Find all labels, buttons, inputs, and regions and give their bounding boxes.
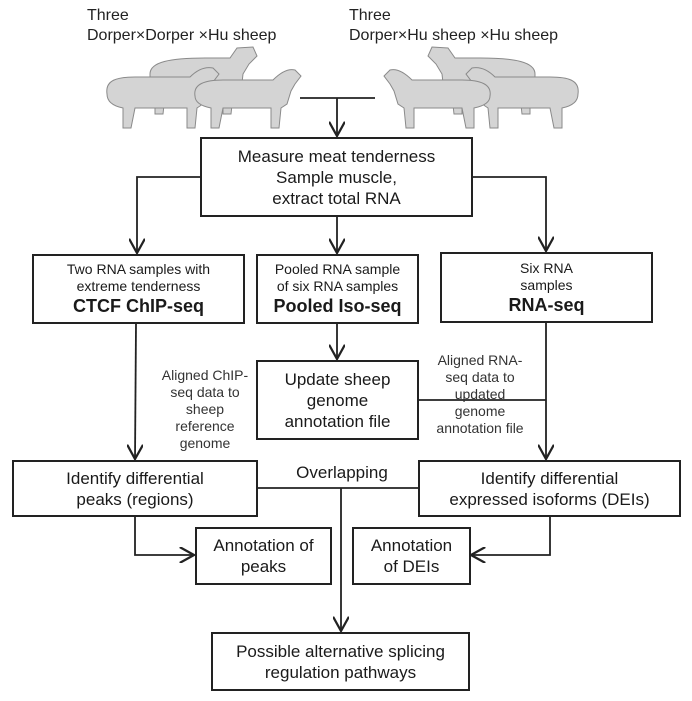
annotation-peaks-node: Annotation of peaks xyxy=(195,527,332,585)
rna-title: RNA-seq xyxy=(508,294,585,315)
update-annotation-node: Update sheep genome annotation file xyxy=(256,360,419,440)
measure-line3: extract total RNA xyxy=(272,188,401,208)
right-sheep-group-icon xyxy=(383,46,579,129)
annotation-deis-node: Annotation of DEIs xyxy=(352,527,471,585)
chip-align-line: reference xyxy=(175,418,235,434)
right-group-line2: Dorper×Hu sheep ×Hu sheep xyxy=(349,27,559,44)
ann-peaks-line1: Annotation of xyxy=(213,536,314,555)
measure-line1: Measure meat tenderness xyxy=(237,146,436,166)
rna-align-label: Aligned RNA- seq data to updated genome … xyxy=(425,352,535,437)
splicing-pathways-node: Possible alternative splicing regulation… xyxy=(211,632,470,691)
update-line3: annotation file xyxy=(284,411,391,431)
final-line2: regulation pathways xyxy=(264,662,417,682)
sheep-icon xyxy=(194,69,302,129)
rna-align-line: updated xyxy=(454,386,506,402)
chip-sub1: Two RNA samples with xyxy=(66,261,211,277)
chip-align-line: genome xyxy=(179,435,231,451)
rna-sub2: samples xyxy=(520,276,573,293)
rna-sub1: Six RNA xyxy=(520,259,573,276)
differential-peaks-node: Identify differential peaks (regions) xyxy=(12,460,258,517)
ann-deis-line1: Annotation xyxy=(370,536,453,555)
update-line2: genome xyxy=(306,390,369,410)
update-line1: Update sheep xyxy=(284,369,391,389)
chip-align-line: sheep xyxy=(185,401,225,417)
rna-align-line: genome xyxy=(454,403,506,419)
sheep-icon xyxy=(465,67,579,129)
arrow-to-chip xyxy=(137,176,200,253)
right-group-line1: Three xyxy=(349,7,391,24)
chip-align-line: Aligned ChIP- xyxy=(161,367,249,383)
arrow-to-ann-peaks xyxy=(134,516,194,555)
arrow-to-peaks xyxy=(135,323,136,459)
rna-align-line: annotation file xyxy=(436,420,524,436)
rna-align-line: seq data to xyxy=(445,369,515,385)
left-group-label: Three Dorper×Dorper ×Hu sheep xyxy=(87,6,276,46)
rna-seq-node: Six RNA samples RNA-seq xyxy=(440,252,653,323)
overlapping-label: Overlapping xyxy=(285,462,399,483)
iso-sub1: Pooled RNA sample xyxy=(274,261,401,277)
chip-align-label: Aligned ChIP- seq data to sheep referenc… xyxy=(150,367,260,452)
deis-line2: expressed isoforms (DEIs) xyxy=(449,489,650,509)
chip-align-line: seq data to xyxy=(170,384,240,400)
chip-seq-node: Two RNA samples with extreme tenderness … xyxy=(32,254,245,324)
iso-seq-node: Pooled RNA sample of six RNA samples Poo… xyxy=(256,254,419,324)
rna-align-line: Aligned RNA- xyxy=(437,352,523,368)
deis-line1: Identify differential xyxy=(480,468,619,488)
right-group-label: Three Dorper×Hu sheep ×Hu sheep xyxy=(349,6,558,46)
left-group-line2: Dorper×Dorper ×Hu sheep xyxy=(87,27,277,44)
iso-sub2: of six RNA samples xyxy=(276,278,399,294)
peaks-line1: Identify differential xyxy=(66,468,204,488)
measure-node: Measure meat tenderness Sample muscle, e… xyxy=(200,137,473,217)
ann-peaks-line2: peaks xyxy=(240,557,287,576)
final-line1: Possible alternative splicing xyxy=(236,641,445,661)
ann-deis-line2: of DEIs xyxy=(383,557,440,576)
sheep-icon xyxy=(383,69,491,129)
measure-line2: Sample muscle, xyxy=(276,167,397,187)
left-group-line1: Three xyxy=(87,7,129,24)
arrow-to-ann-deis xyxy=(471,516,551,555)
peaks-line2: peaks (regions) xyxy=(76,489,194,509)
arrow-to-rna xyxy=(472,176,546,251)
sheep-icon xyxy=(106,67,220,129)
left-sheep-group-icon xyxy=(106,46,302,129)
iso-title: Pooled Iso-seq xyxy=(273,296,402,316)
differential-isoforms-node: Identify differential expressed isoforms… xyxy=(418,460,681,517)
chip-title: CTCF ChIP-seq xyxy=(72,296,204,316)
chip-sub2: extreme tenderness xyxy=(76,278,201,294)
